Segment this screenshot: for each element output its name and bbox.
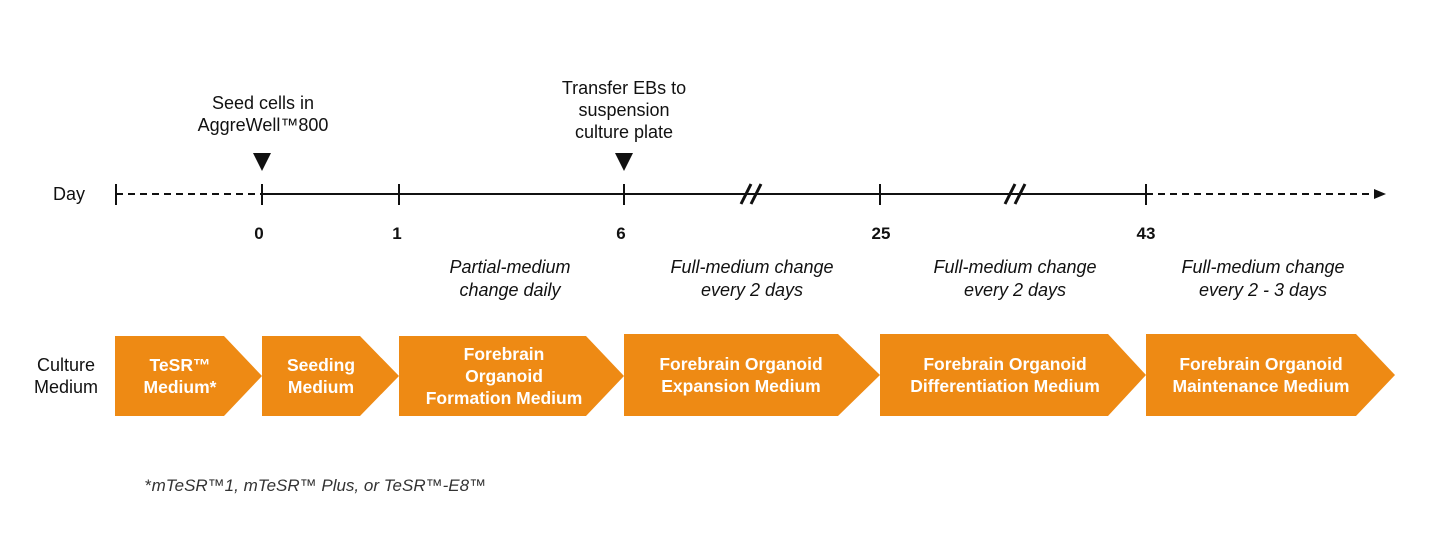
footnote: *mTeSR™1, mTeSR™ Plus, or TeSR™-E8™ <box>145 476 486 496</box>
medium-change-note-2: Full-medium change every 2 days <box>670 257 834 300</box>
tick-label-0: 0 <box>254 224 264 243</box>
medium-arrow-tesr <box>115 336 262 416</box>
event-marker-seed <box>253 153 271 171</box>
row-label-culture-medium: Culture Medium <box>33 355 99 397</box>
medium-arrow-maintenance <box>1146 334 1395 416</box>
medium-arrow-seeding <box>262 336 399 416</box>
event-note-transfer: Transfer EBs to suspension culture plate <box>561 78 687 142</box>
tick-label-25: 25 <box>871 224 891 243</box>
axis-label-day: Day <box>53 184 86 204</box>
medium-arrow-differentiation <box>880 334 1146 416</box>
tick-label-1: 1 <box>392 224 402 243</box>
medium-arrow-formation <box>399 336 624 416</box>
tick-label-6: 6 <box>616 224 626 243</box>
medium-change-note-4: Full-medium change every 2 - 3 days <box>1181 257 1345 300</box>
footnote-text: mTeSR™1, mTeSR™ Plus, or TeSR™-E8™ <box>151 476 487 495</box>
axis-break-1 <box>739 183 763 205</box>
event-note-seed: Seed cells in AggreWell™800 <box>197 93 329 135</box>
timeline-arrowhead <box>1374 189 1386 199</box>
medium-change-note-1: Partial-medium change daily <box>449 257 571 300</box>
footnote-mark: * <box>145 476 152 495</box>
axis-break-2 <box>1003 183 1027 205</box>
tick-label-43: 43 <box>1136 224 1156 243</box>
medium-arrow-expansion <box>624 334 880 416</box>
event-marker-transfer <box>615 153 633 171</box>
medium-change-note-3: Full-medium change every 2 days <box>933 257 1097 300</box>
